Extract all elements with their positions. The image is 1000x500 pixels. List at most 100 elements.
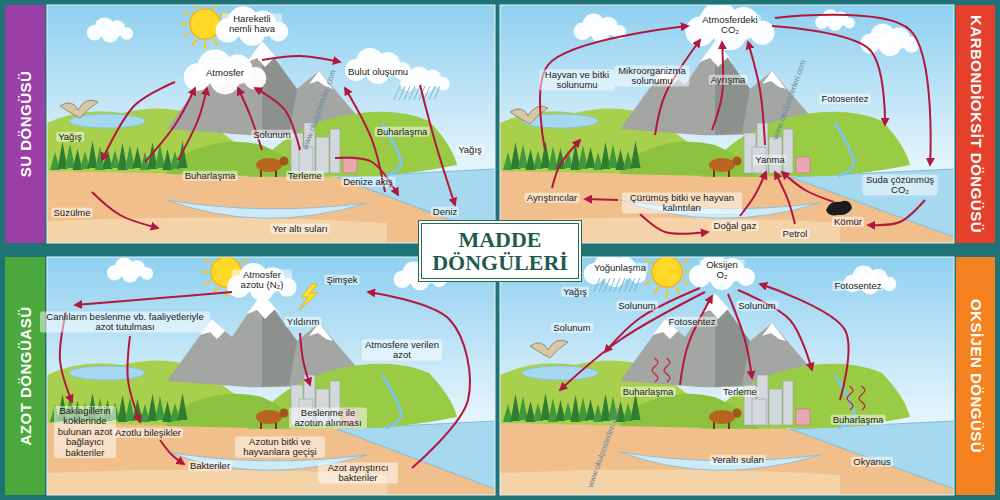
rain — [394, 86, 400, 100]
process-label: Solunum — [551, 323, 593, 333]
tree — [155, 396, 165, 420]
cloud — [227, 263, 296, 301]
poster-title: MADDE DÖNGÜLERİ — [428, 228, 572, 274]
lake — [522, 366, 598, 380]
tree — [518, 144, 528, 168]
process-label: Doğal gaz — [712, 221, 759, 231]
sky — [47, 5, 495, 243]
cow-head — [733, 409, 742, 418]
right-land — [700, 112, 910, 177]
sun-ray — [183, 33, 189, 37]
rain — [619, 278, 625, 292]
cycle-band: KARBONDİOKSİT DÖNGÜSÜ — [956, 5, 995, 243]
sun-ray — [214, 40, 218, 46]
tree — [586, 147, 596, 168]
process-label: Ayrışma — [709, 75, 748, 85]
eagle — [510, 106, 548, 124]
sun-ray — [204, 260, 210, 264]
sun — [190, 9, 220, 39]
tree — [586, 399, 596, 420]
process-label: Buharlaşma — [375, 127, 430, 137]
river — [382, 375, 401, 428]
sun-ray — [204, 281, 210, 285]
rain — [624, 278, 630, 292]
landscape — [47, 5, 495, 243]
building — [783, 381, 793, 425]
process-label: Atmosfer — [204, 68, 246, 78]
cycle-arrow — [160, 440, 184, 464]
cycle-arrow — [740, 172, 766, 216]
sun-ray — [242, 260, 248, 264]
process-label: Buharlaşma — [831, 415, 886, 425]
cycle-arrow — [262, 56, 340, 62]
process-label: Yağış — [561, 287, 589, 297]
process-label: Fotosentez — [667, 317, 718, 327]
cloud-puff — [828, 16, 842, 30]
cloud-puff — [102, 26, 119, 43]
process-label: Azotun bitki ve hayvanlara geçişi — [235, 437, 325, 458]
right-land — [247, 112, 457, 177]
coal — [826, 201, 852, 216]
rain — [399, 86, 405, 100]
cloud — [689, 257, 755, 290]
cow-head — [733, 157, 742, 166]
panel — [47, 5, 495, 243]
process-label: Azot ayrıştırıcı bakteriler — [318, 463, 398, 484]
process-label: Azotlu bileşikler — [113, 428, 183, 438]
cycle-arrow — [585, 199, 618, 200]
cycle-title: OKSİJEN DÖNGÜSÜ — [967, 299, 984, 453]
eagle — [530, 340, 568, 358]
sun-ray — [204, 42, 206, 49]
cloud — [107, 257, 153, 282]
cycle-arrow — [145, 88, 195, 162]
cloud — [184, 50, 267, 95]
sky — [47, 257, 495, 495]
cycle-arrow — [255, 88, 300, 150]
snow — [762, 71, 786, 89]
process-label: Buharlaşma — [621, 387, 676, 397]
process-label: Hayvan ve bitki solunumu — [540, 70, 615, 91]
process-label: Süzülme — [52, 208, 93, 218]
tree — [541, 141, 551, 168]
rain — [594, 278, 600, 292]
rain — [609, 278, 615, 292]
rain — [434, 86, 440, 100]
front-hill — [620, 142, 758, 177]
sun-ray — [676, 288, 680, 294]
soil — [500, 422, 954, 495]
building — [752, 399, 766, 425]
process-label: Bulut oluşumu — [346, 67, 410, 77]
river — [835, 123, 854, 176]
cow-head — [280, 409, 289, 418]
building — [783, 129, 793, 173]
cloud — [345, 48, 411, 84]
cloud-puff — [416, 76, 434, 94]
process-label: Bakteriler — [188, 461, 232, 471]
cycle-band: OKSİJEN DÖNGÜSÜ — [956, 257, 995, 495]
title-frame: MADDE DÖNGÜLERİ — [418, 220, 582, 282]
process-label: Solunum — [251, 130, 293, 140]
factory — [796, 157, 810, 173]
process-label: Şimşek — [324, 275, 359, 285]
cycle-arrows — [60, 15, 931, 468]
cloud — [685, 5, 774, 50]
cycle-arrow — [238, 88, 262, 150]
cycle-band: SU DÖNGÜSÜ — [5, 5, 45, 243]
tree — [65, 144, 75, 168]
building — [769, 389, 782, 425]
process-label: Hareketli nemli hava — [222, 14, 282, 35]
sun-ray — [655, 288, 659, 294]
cloud-puff — [436, 77, 450, 91]
cloud-puff — [844, 18, 855, 29]
process-label: Kömür — [832, 217, 864, 227]
rain — [404, 86, 410, 100]
process-label: Yoğunlaşma — [592, 263, 648, 273]
process-label: Beslenme ile azotun alınması — [289, 408, 367, 429]
cycle-title: KARBONDİOKSİT DÖNGÜSÜ — [967, 15, 984, 233]
cycle-arrow — [75, 292, 232, 305]
process-label: Baklagillerin köklerinde bulunan azot ba… — [54, 406, 116, 458]
cycle-arrow — [178, 88, 207, 160]
factory — [796, 409, 810, 425]
cloud-puff — [882, 277, 896, 291]
